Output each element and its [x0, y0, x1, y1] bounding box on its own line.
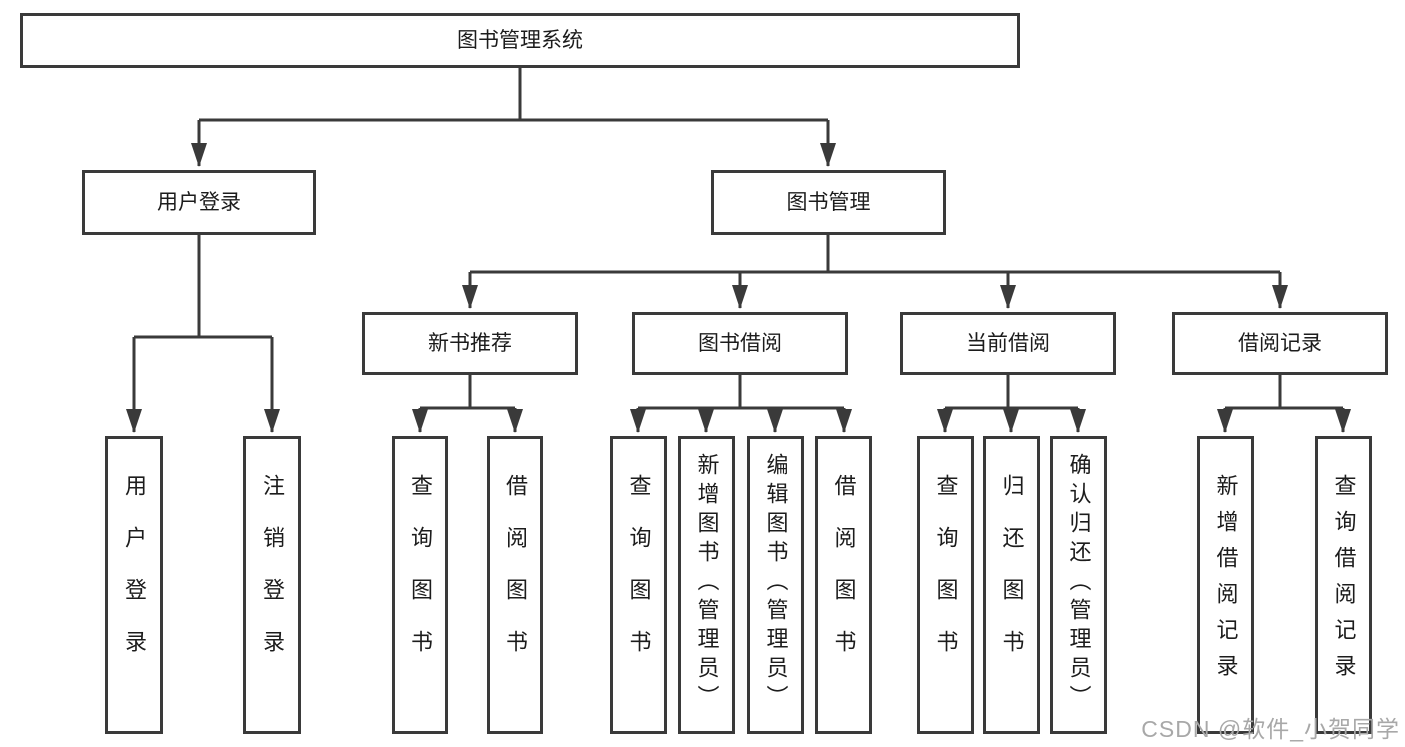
node-label: 编辑图书（管理员） — [763, 452, 789, 714]
node-label: 查询借阅记录 — [1331, 473, 1357, 690]
node-borrow-books-leaf: 借阅图书 — [815, 436, 872, 734]
node-label: 查询图书 — [933, 473, 959, 682]
node-label: 新增借阅记录 — [1213, 473, 1239, 690]
node-label: 归还图书 — [999, 473, 1025, 682]
node-book-borrowing: 图书借阅 — [632, 312, 848, 375]
node-confirm-return-admin: 确认归还（管理员） — [1050, 436, 1107, 734]
node-label: 确认归还（管理员） — [1066, 452, 1092, 714]
node-label: 图书管理系统 — [457, 29, 583, 52]
node-return-books: 归还图书 — [983, 436, 1040, 734]
node-add-borrow-record: 新增借阅记录 — [1197, 436, 1254, 734]
node-label: 注销登录 — [260, 473, 285, 682]
node-label: 借阅图书 — [503, 473, 528, 682]
node-new-book-recommendation: 新书推荐 — [362, 312, 578, 375]
node-user-login-leaf: 用户登录 — [105, 436, 163, 734]
node-add-books-admin: 新增图书（管理员） — [678, 436, 735, 734]
node-label: 查询图书 — [408, 473, 433, 682]
node-book-management-branch: 图书管理 — [711, 170, 946, 235]
node-logout-leaf: 注销登录 — [243, 436, 301, 734]
node-label: 图书管理 — [786, 191, 871, 214]
csdn-watermark: CSDN @软件_小贺同学 — [1141, 716, 1400, 742]
node-label: 用户登录 — [157, 191, 241, 214]
node-borrowing-records: 借阅记录 — [1172, 312, 1388, 375]
node-query-books-borrow: 查询图书 — [610, 436, 667, 734]
node-label: 新增图书（管理员） — [694, 452, 720, 714]
node-query-borrow-record: 查询借阅记录 — [1315, 436, 1372, 734]
node-query-books-recommend: 查询图书 — [392, 436, 448, 734]
node-library-management-system: 图书管理系统 — [20, 13, 1020, 68]
node-label: 新书推荐 — [428, 332, 512, 355]
node-current-borrowing: 当前借阅 — [900, 312, 1116, 375]
node-borrow-books-recommend: 借阅图书 — [487, 436, 543, 734]
node-user-login-branch: 用户登录 — [82, 170, 316, 235]
node-edit-books-admin: 编辑图书（管理员） — [747, 436, 804, 734]
node-label: 图书借阅 — [698, 332, 782, 355]
node-label: 当前借阅 — [966, 332, 1050, 355]
node-label: 查询图书 — [626, 473, 652, 682]
node-label: 用户登录 — [122, 473, 147, 682]
node-label: 借阅图书 — [831, 473, 857, 682]
node-query-books-current: 查询图书 — [917, 436, 974, 734]
node-label: 借阅记录 — [1238, 332, 1322, 355]
